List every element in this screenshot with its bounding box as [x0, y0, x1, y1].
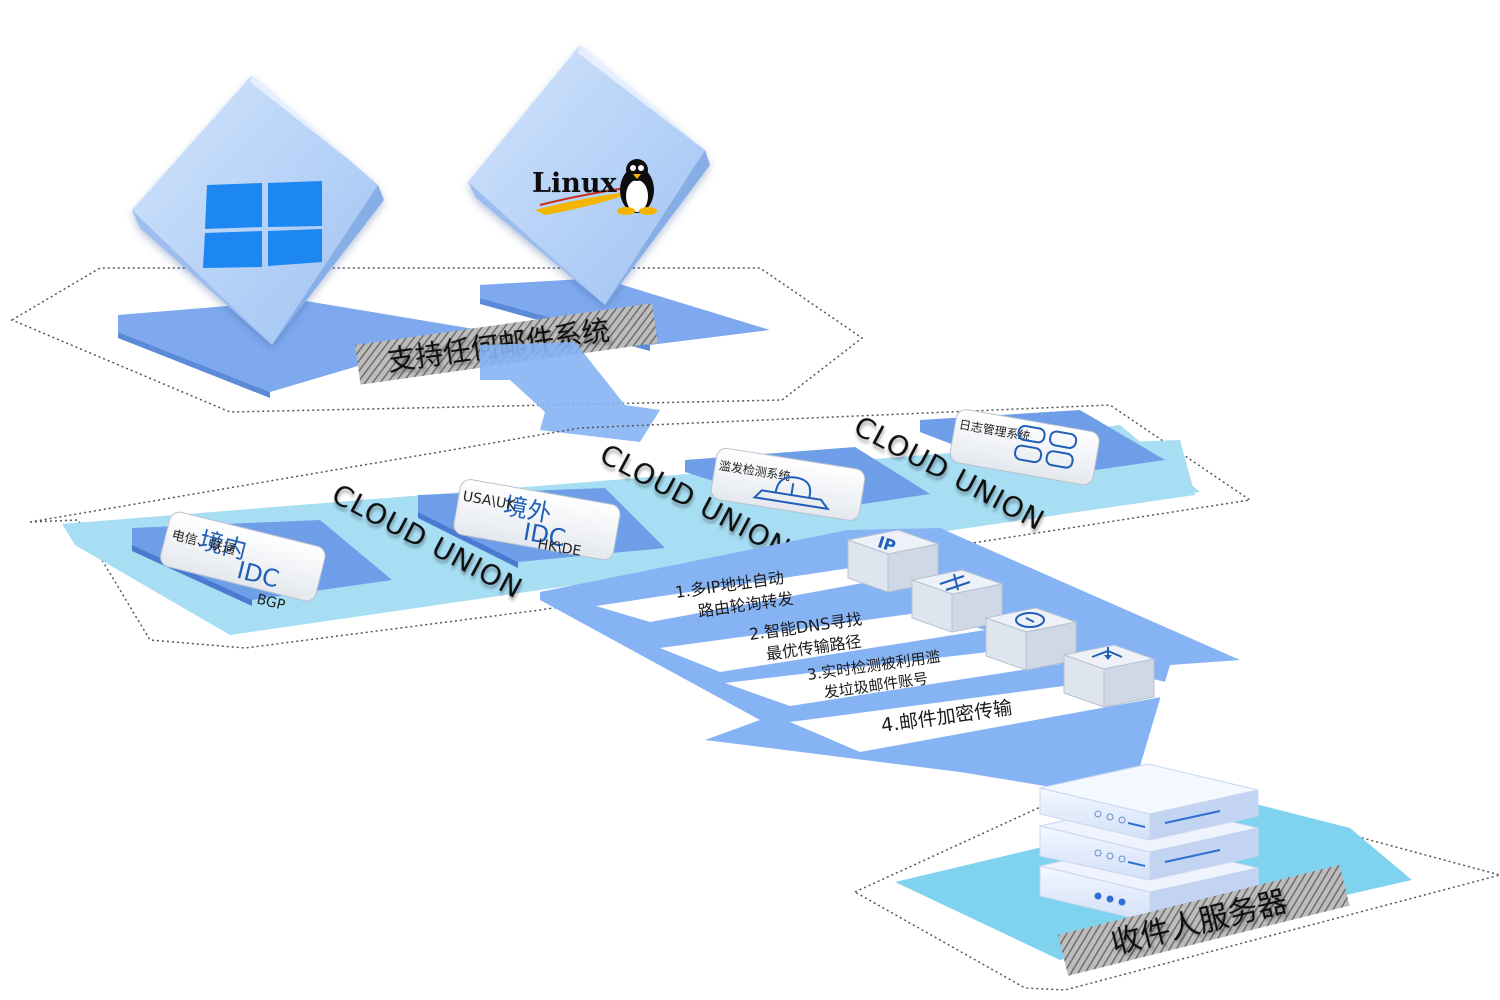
step-stripe-3	[725, 650, 1060, 706]
top-section: Linux 支持任何邮件系统	[10, 45, 864, 442]
log-mgmt-icon	[1014, 424, 1078, 469]
linux-logo-icon: Linux	[532, 159, 657, 215]
overseas-idc-tag: HK\DE	[536, 536, 582, 559]
spam-detect-icon	[752, 476, 830, 511]
ip-icon: IP	[875, 532, 898, 556]
step-stripe-1	[596, 568, 890, 622]
routing-section: 1.多IP地址自动 路由轮询转发 2.智能DNS寻找 最优传输路径 3.实时检测…	[540, 528, 1240, 800]
windows-tile	[132, 75, 384, 345]
windows-base-slab	[118, 300, 480, 392]
top-floor-outline	[10, 267, 864, 413]
domestic-idc-tag: BGP	[255, 591, 287, 613]
linux-label: Linux	[532, 168, 618, 199]
linux-tile: Linux	[468, 45, 710, 305]
windows-logo-icon	[203, 181, 322, 268]
node-domestic-idc: 境内 IDC 电信、联通 BGP	[132, 511, 392, 614]
encrypt-icon	[1091, 647, 1123, 660]
server-unit	[1039, 763, 1259, 841]
node-log-mgmt: 日志管理系统	[920, 409, 1165, 486]
cloud-layer: 境内 IDC 电信、联通 BGP 境外 IDC USA\UK HK\DE	[29, 404, 1252, 649]
node-overseas-idc: 境外 IDC USA\UK HK\DE	[418, 479, 665, 568]
node-spam-detect: 滥发检测系统	[685, 447, 930, 521]
monitor-icon	[1015, 612, 1045, 628]
dns-icon	[939, 573, 971, 591]
monitor-cube	[984, 607, 1078, 671]
top-to-cloud-arrow	[480, 342, 660, 442]
encrypt-cube	[1062, 644, 1156, 708]
step-stripe-2	[660, 612, 985, 672]
bottom-section: 收件人服务器	[853, 763, 1500, 991]
ip-cube: IP	[846, 529, 940, 593]
cloud-floor-outline	[29, 404, 1252, 649]
